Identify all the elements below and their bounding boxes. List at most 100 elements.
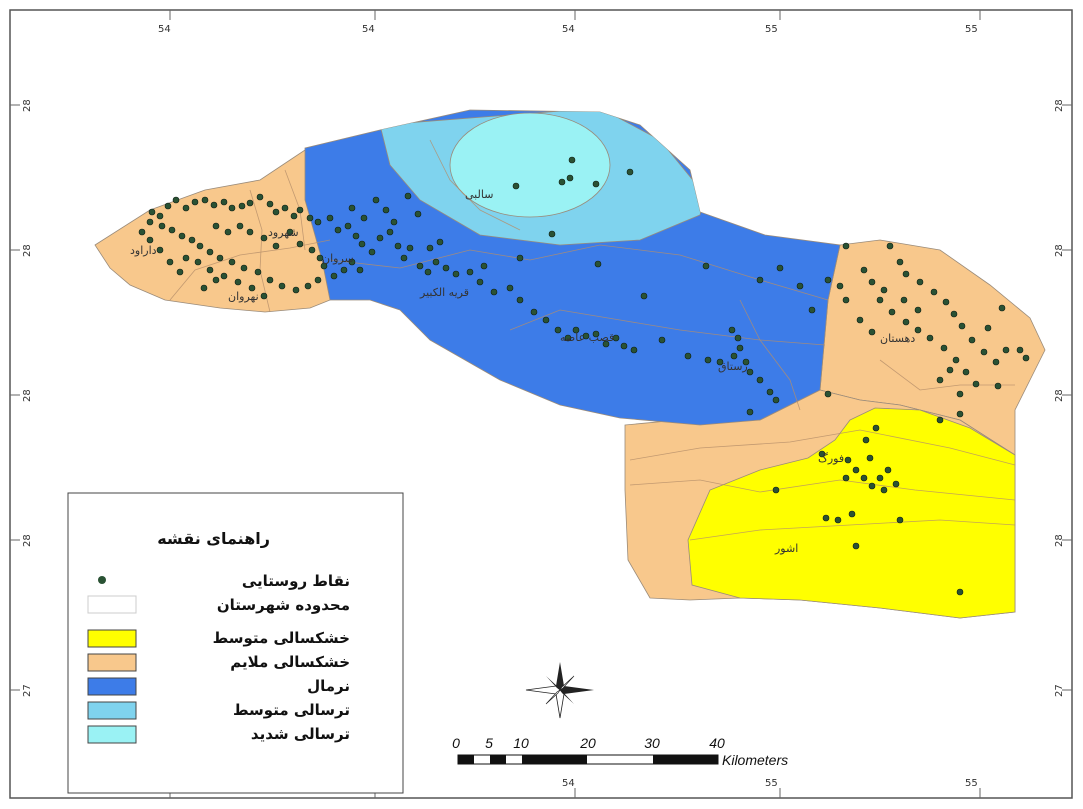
- village-point: [206, 248, 214, 256]
- village-point: [334, 226, 342, 234]
- village-point: [592, 330, 600, 338]
- village-point: [848, 510, 856, 518]
- village-point: [860, 266, 868, 274]
- village-point: [188, 236, 196, 244]
- village-point: [316, 254, 324, 262]
- village-point: [984, 324, 992, 332]
- top-tick-labels: 54 54 54 55 55: [158, 24, 978, 35]
- village-point: [278, 282, 286, 290]
- village-points: [138, 156, 1030, 596]
- legend-village-symbol: [98, 576, 106, 584]
- village-point: [776, 264, 784, 272]
- village-point: [684, 352, 692, 360]
- village-point: [1022, 354, 1030, 362]
- village-point: [876, 296, 884, 304]
- village-point: [612, 334, 620, 342]
- legend-label-moderate-wet: ترسالی متوسط: [233, 701, 350, 719]
- scale-label: 5: [485, 735, 493, 751]
- village-point: [400, 254, 408, 262]
- village-point: [146, 218, 154, 226]
- legend-normal-swatch: [87, 677, 137, 696]
- village-point: [992, 358, 1000, 366]
- right-tick-label: 28: [1054, 244, 1065, 257]
- village-point: [376, 234, 384, 242]
- village-point: [902, 318, 910, 326]
- village-point: [796, 282, 804, 290]
- top-tick-label: 55: [765, 24, 778, 35]
- frame-ticks: [10, 10, 1072, 798]
- map-legend: راهنمای نقشه نقاط روستایی محدوده شهرستان…: [67, 492, 404, 794]
- village-point: [330, 272, 338, 280]
- compass-rose-icon: [525, 662, 594, 719]
- village-point: [210, 201, 218, 209]
- village-point: [772, 486, 780, 494]
- village-point: [626, 168, 634, 176]
- village-point: [530, 308, 538, 316]
- village-point: [902, 270, 910, 278]
- village-point: [900, 296, 908, 304]
- place-label-sarvan: سروان: [322, 252, 354, 265]
- village-point: [236, 222, 244, 230]
- village-point: [972, 380, 980, 388]
- village-point: [201, 196, 209, 204]
- place-label-qasab: قصب عاصه: [560, 331, 614, 344]
- village-point: [220, 272, 228, 280]
- village-point: [164, 202, 172, 210]
- village-point: [822, 514, 830, 522]
- left-tick-label: 28: [22, 389, 33, 402]
- right-tick-label: 28: [1054, 99, 1065, 112]
- village-point: [352, 232, 360, 240]
- right-tick-label: 28: [1054, 389, 1065, 402]
- scale-bar: 0 5 10 20 30 40 Kilometers: [452, 735, 788, 768]
- village-point: [386, 228, 394, 236]
- left-tick-label: 28: [22, 244, 33, 257]
- village-point: [564, 334, 572, 342]
- village-point: [356, 266, 364, 274]
- village-point: [884, 466, 892, 474]
- place-label-qarya: قریه الکبیر: [419, 286, 469, 299]
- village-point: [592, 180, 600, 188]
- village-point: [916, 278, 924, 286]
- village-point: [368, 248, 376, 256]
- village-point: [888, 308, 896, 316]
- village-point: [836, 282, 844, 290]
- bottom-tick-label: 54: [562, 778, 575, 789]
- village-point: [602, 340, 610, 348]
- place-labels: سالبی داراود شهرود نهروان سروان قریه الک…: [130, 188, 915, 555]
- village-point: [148, 208, 156, 216]
- village-point: [842, 296, 850, 304]
- place-label-nahrvan: نهروان: [228, 290, 259, 303]
- village-point: [808, 306, 816, 314]
- village-point: [360, 214, 368, 222]
- village-point: [296, 240, 304, 248]
- village-point: [156, 212, 164, 220]
- village-point: [320, 262, 328, 270]
- bottom-tick-label: 55: [765, 778, 778, 789]
- village-point: [630, 346, 638, 354]
- village-point: [404, 192, 412, 200]
- village-point: [936, 416, 944, 424]
- village-point: [860, 474, 868, 482]
- village-point: [772, 396, 780, 404]
- village-point: [728, 326, 736, 334]
- village-point: [994, 382, 1002, 390]
- village-point: [730, 352, 738, 360]
- village-point: [936, 376, 944, 384]
- village-point: [716, 358, 724, 366]
- scale-label: 40: [709, 735, 725, 751]
- village-point: [818, 450, 826, 458]
- village-point: [736, 344, 744, 352]
- village-point: [182, 254, 190, 262]
- legend-county-symbol: [87, 595, 137, 614]
- place-label-ashur: اشور: [774, 542, 798, 555]
- village-point: [238, 202, 246, 210]
- village-point: [426, 244, 434, 252]
- scale-label: 10: [513, 735, 529, 751]
- village-point: [568, 156, 576, 164]
- village-point: [658, 336, 666, 344]
- right-tick-label: 28: [1054, 534, 1065, 547]
- village-point: [844, 456, 852, 464]
- left-tick-labels: 28 28 28 28 27: [22, 99, 33, 697]
- village-point: [138, 228, 146, 236]
- village-point: [620, 342, 628, 350]
